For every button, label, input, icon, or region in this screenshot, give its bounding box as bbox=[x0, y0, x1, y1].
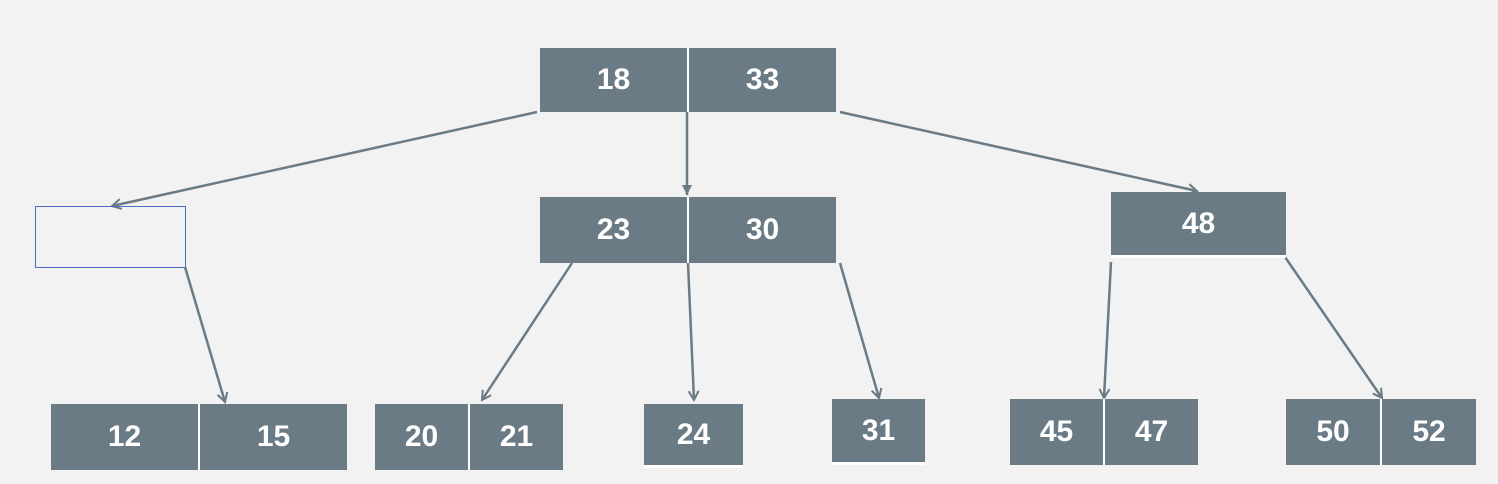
edge-23-30-to-31 bbox=[838, 262, 879, 398]
internal-node: 48 bbox=[1111, 192, 1286, 258]
key-cell: 48 bbox=[1111, 192, 1286, 255]
key-cell: 18 bbox=[540, 48, 687, 112]
key-cell: 52 bbox=[1380, 399, 1476, 465]
leaf-node: 12 15 bbox=[51, 404, 347, 470]
edge-root-to-empty bbox=[112, 110, 538, 206]
edge-empty-to-12-15 bbox=[183, 266, 225, 402]
key-cell: 50 bbox=[1286, 399, 1380, 465]
leaf-node: 24 bbox=[644, 404, 743, 468]
key-cell: 45 bbox=[1010, 399, 1103, 465]
key-cell: 20 bbox=[375, 404, 468, 470]
key-cell: 21 bbox=[468, 404, 563, 470]
key-cell: 24 bbox=[644, 404, 743, 465]
edge-23-30-to-24 bbox=[686, 262, 694, 400]
key-cell: 15 bbox=[198, 404, 347, 470]
empty-node bbox=[35, 206, 186, 268]
edge-23-30-to-20-21 bbox=[482, 262, 574, 400]
edge-root-to-48 bbox=[839, 110, 1197, 191]
key-cell: 12 bbox=[51, 404, 198, 470]
internal-node: 23 30 bbox=[540, 197, 836, 263]
key-cell: 33 bbox=[687, 48, 836, 112]
leaf-node: 45 47 bbox=[1010, 399, 1198, 465]
key-cell: 30 bbox=[687, 197, 836, 263]
edge-48-to-50-52 bbox=[1283, 256, 1382, 398]
root-node: 18 33 bbox=[540, 48, 836, 112]
key-cell: 31 bbox=[832, 399, 925, 462]
key-cell: 47 bbox=[1103, 399, 1198, 465]
leaf-node: 31 bbox=[832, 399, 925, 465]
key-cell: 23 bbox=[540, 197, 687, 263]
leaf-node: 50 52 bbox=[1286, 399, 1476, 465]
edge-48-to-45-47 bbox=[1104, 261, 1113, 398]
leaf-node: 20 21 bbox=[375, 404, 563, 470]
